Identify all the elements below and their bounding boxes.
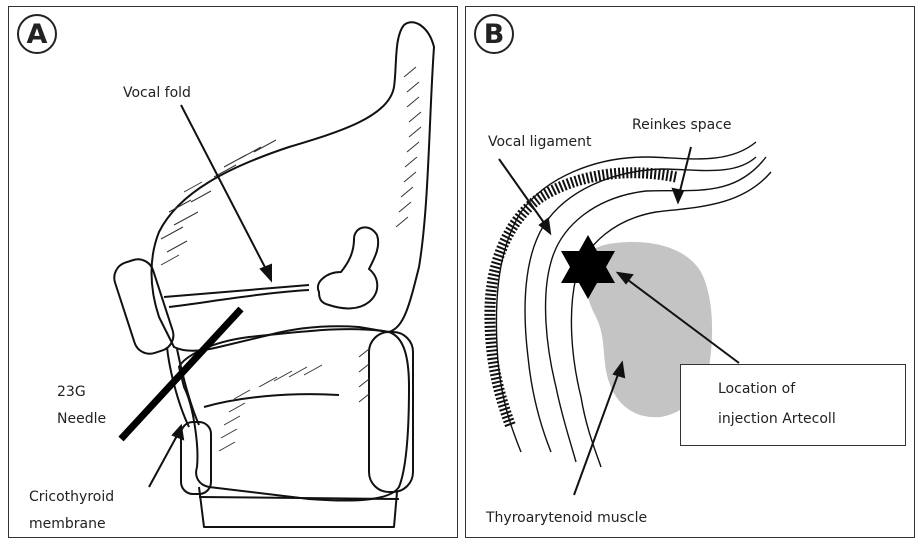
vocal-ligament-arrow <box>499 159 547 227</box>
reinkes-space-arrow <box>679 147 691 195</box>
cartilage-hatching <box>161 67 421 451</box>
vocal-fold-arrow <box>181 105 269 275</box>
thyroarytenoid-muscle-label: Thyroarytenoid muscle <box>486 510 647 526</box>
panel-a: A Vocal fold 23G Needle Cricothyroid mem… <box>8 6 458 538</box>
cricoid-cartilage <box>179 329 409 501</box>
injection-label-line2: injection Artecoll <box>718 411 836 427</box>
vocal-fold-cross-section-illustration <box>466 7 916 539</box>
needle-shaft <box>121 309 241 439</box>
vocal-fold-label: Vocal fold <box>123 85 191 101</box>
larynx-lateral-view-illustration <box>9 7 459 539</box>
panel-b: B Vocal ligament Reinkes space Location … <box>465 6 915 538</box>
panel-b-badge: B <box>474 14 514 54</box>
arytenoid-cartilage <box>318 227 378 308</box>
needle-label-line2: Needle <box>57 411 106 427</box>
cricothyroid-label-line1: Cricothyroid <box>29 489 114 505</box>
arytenoid-block <box>110 255 177 358</box>
needle-label-line1: 23G <box>57 384 86 400</box>
reinkes-space-label: Reinkes space <box>632 117 732 133</box>
cricothyroid-label-line2: membrane <box>29 516 106 532</box>
vocal-ligament-label: Vocal ligament <box>488 134 592 150</box>
panel-a-badge: A <box>17 14 57 54</box>
injection-callout-box: Location of injection Artecoll <box>680 364 906 446</box>
muscle-arrow <box>574 369 620 495</box>
cricothyroid-arrow <box>149 432 179 487</box>
injection-label-line1: Location of <box>718 381 795 397</box>
